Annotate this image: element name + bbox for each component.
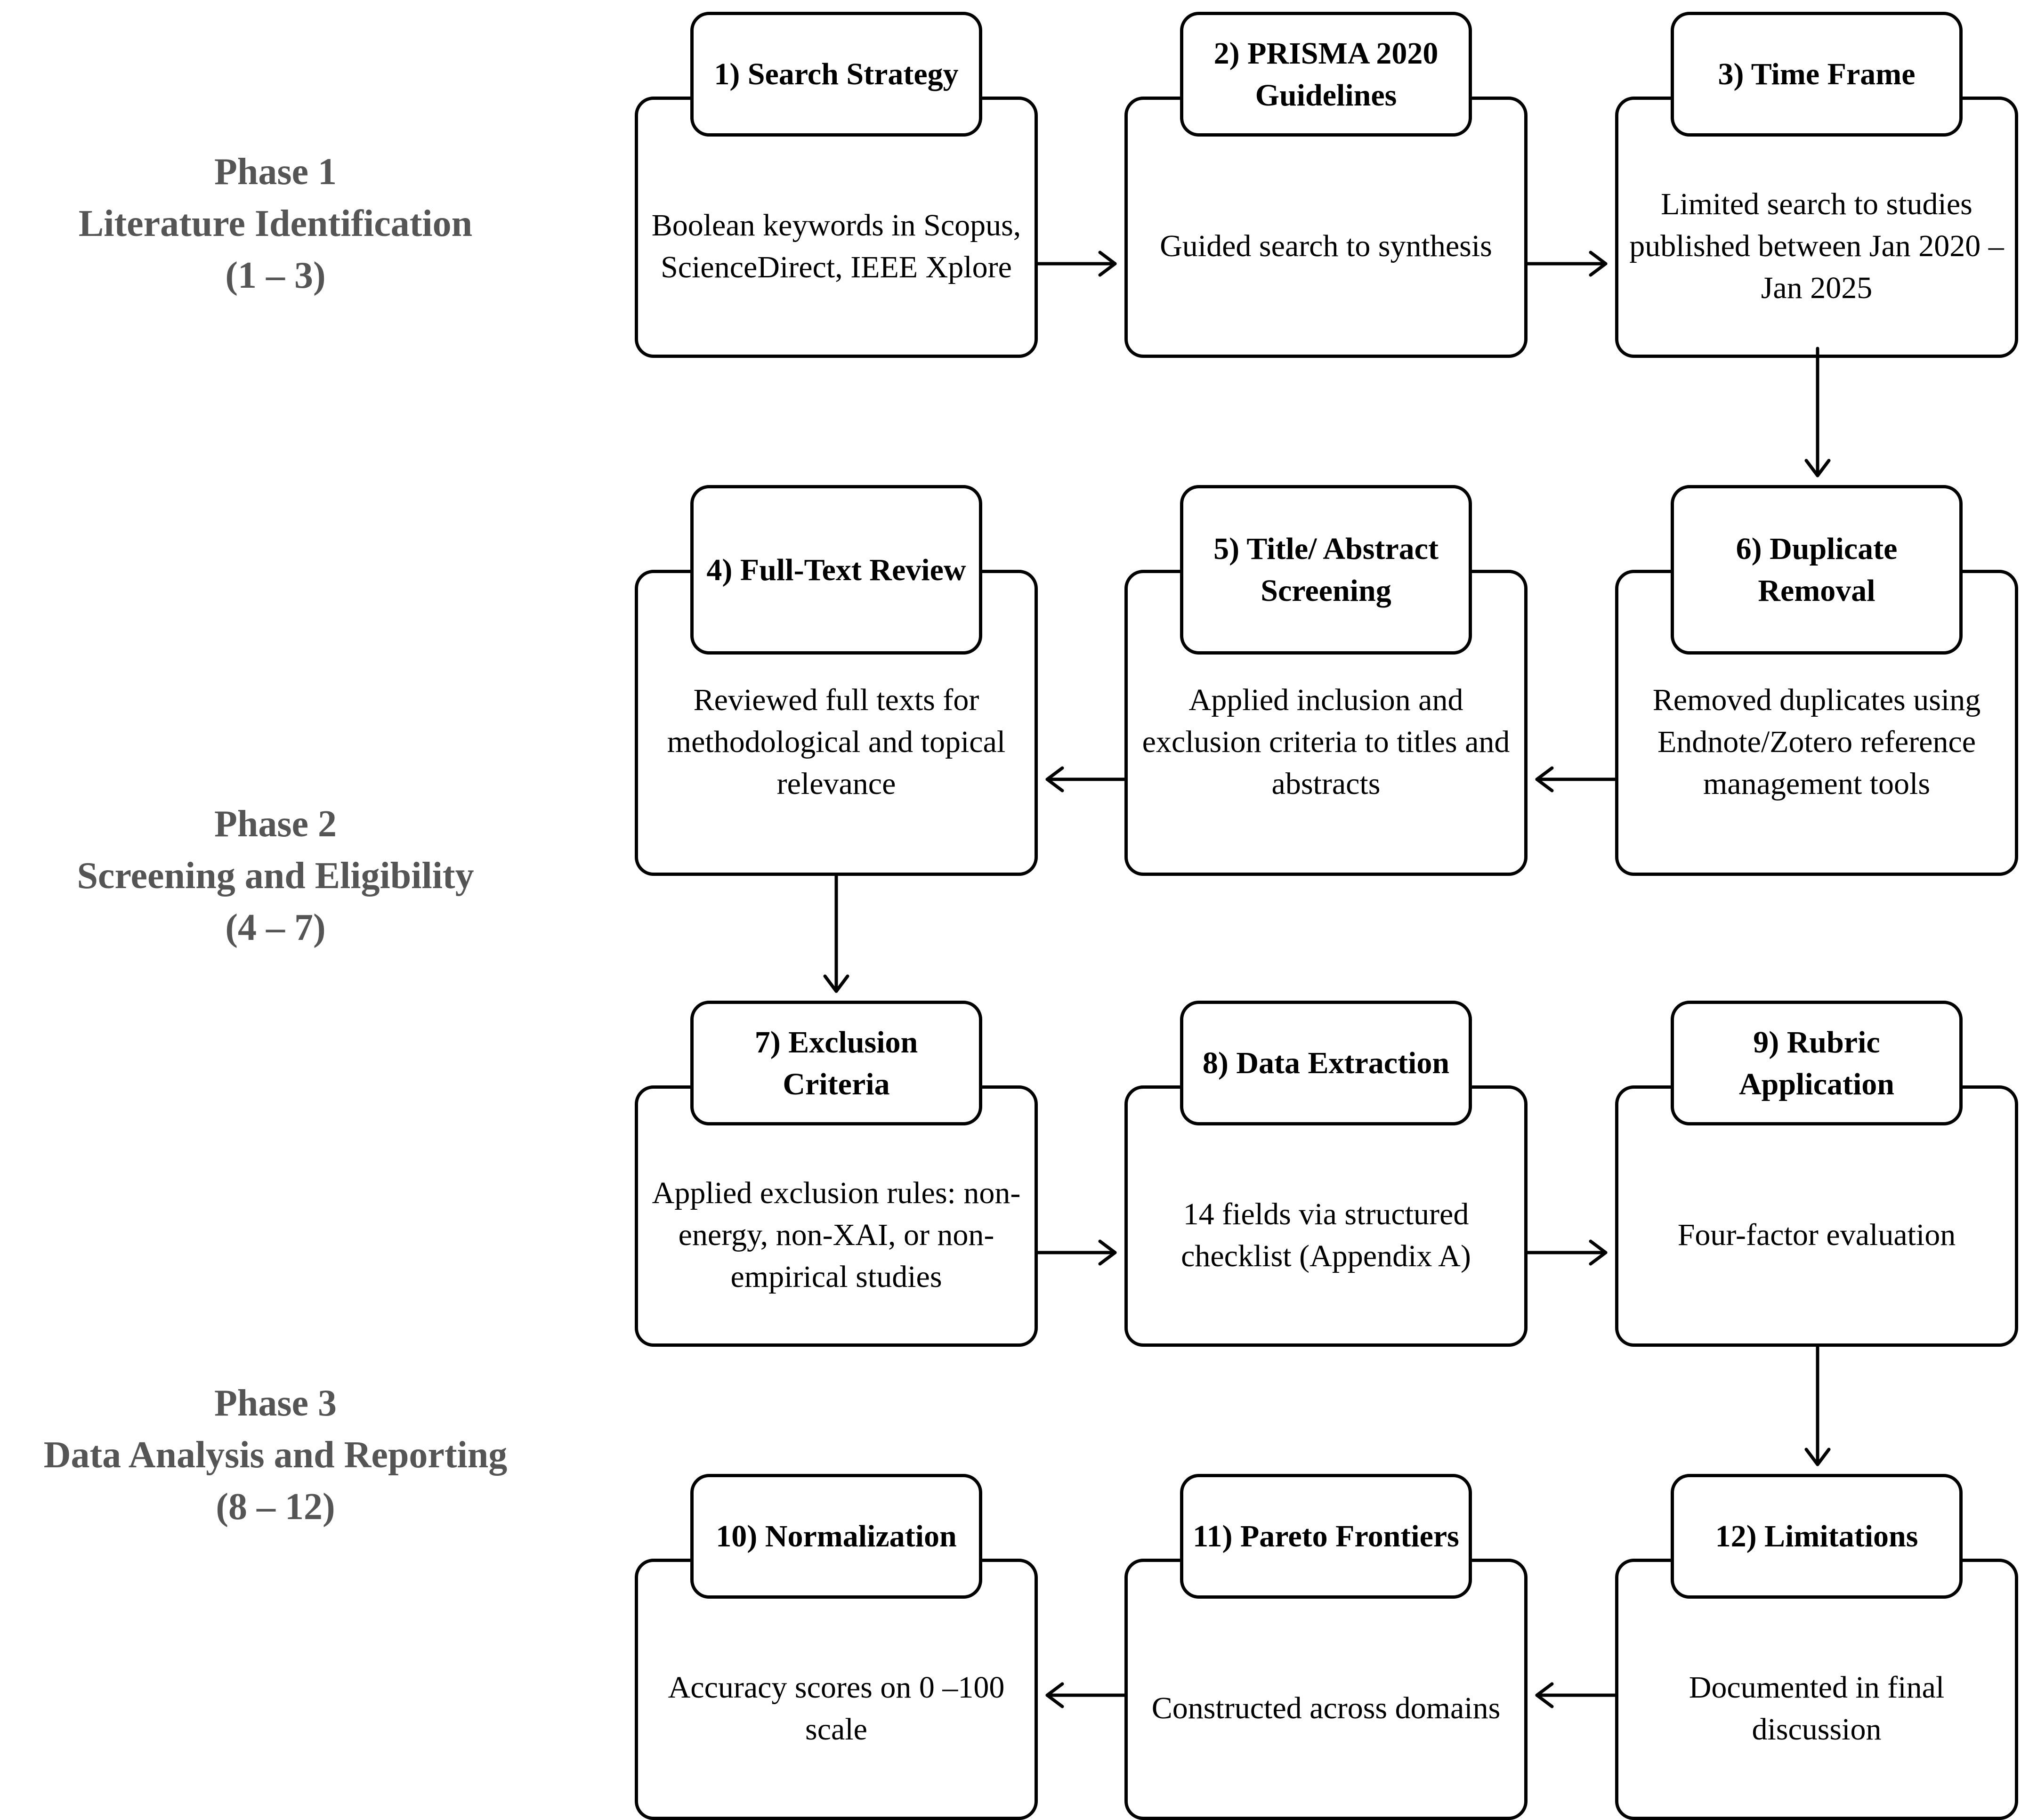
step-4-description: Reviewed full texts for methodological a… <box>667 682 1006 801</box>
step-2-description: Guided search to synthesis <box>1160 229 1492 263</box>
step-6-description: Removed duplicates using Endnote/Zotero … <box>1652 682 1981 801</box>
phase-3-title: Phase 3 <box>214 1383 337 1424</box>
phase-3-label: Phase 3 Data Analysis and Reporting (8 –… <box>0 1377 551 1533</box>
step-2-body: Guided search to synthesis <box>1124 97 1528 358</box>
step-5-description: Applied inclusion and exclusion criteria… <box>1142 682 1510 801</box>
arrow-6-to-5 <box>1535 766 1617 793</box>
step-5-title: 5) Title/ Abstract Screening <box>1180 485 1472 655</box>
step-11-body: Constructed across domains <box>1124 1559 1528 1820</box>
step-12-description: Documented in final discussion <box>1689 1670 1945 1747</box>
arrow-7-to-8 <box>1036 1239 1117 1266</box>
arrow-5-to-4 <box>1045 766 1126 793</box>
phase-2-title: Phase 2 <box>214 803 337 845</box>
arrow-8-to-9 <box>1526 1239 1608 1266</box>
step-3-body: Limited search to studies published betw… <box>1615 97 2018 358</box>
arrow-1-to-2 <box>1036 251 1117 277</box>
arrow-2-to-3 <box>1526 251 1608 277</box>
step-10-title: 10) Normalization <box>690 1474 982 1599</box>
step-9-title: 9) Rubric Application <box>1671 1001 1963 1125</box>
step-7-body: Applied exclusion rules: non-energy, non… <box>635 1085 1038 1347</box>
phase-2-name: Screening and Eligibility <box>77 855 474 897</box>
step-8-description: 14 fields via structured checklist (Appe… <box>1181 1197 1471 1273</box>
step-3-title: 3) Time Frame <box>1671 12 1963 137</box>
step-12-title: 12) Limitations <box>1671 1474 1963 1599</box>
phase-1-name: Literature Identification <box>78 203 473 244</box>
step-7-title: 7) Exclusion Criteria <box>690 1001 982 1125</box>
arrow-12-to-11 <box>1535 1682 1617 1708</box>
step-1-description: Boolean keywords in Scopus, ScienceDirec… <box>651 208 1021 284</box>
step-11-description: Constructed across domains <box>1151 1691 1501 1725</box>
phase-1-label: Phase 1 Literature Identification (1 – 3… <box>0 146 551 301</box>
phase-1-range: (1 – 3) <box>225 255 326 296</box>
arrow-4-to-7 <box>823 874 849 993</box>
step-3-description: Limited search to studies published betw… <box>1629 187 2004 305</box>
step-10-description: Accuracy scores on 0 –100 scale <box>668 1670 1005 1747</box>
phase-2-range: (4 – 7) <box>225 907 326 948</box>
step-4-title: 4) Full-Text Review <box>690 485 982 655</box>
step-9-description: Four-factor evaluation <box>1677 1218 1956 1252</box>
arrow-9-to-12 <box>1804 1345 1831 1466</box>
arrow-3-to-6 <box>1804 347 1831 477</box>
phase-3-name: Data Analysis and Reporting <box>43 1434 508 1476</box>
phase-1-title: Phase 1 <box>214 151 337 193</box>
arrow-11-to-10 <box>1045 1682 1126 1708</box>
step-7-description: Applied exclusion rules: non-energy, non… <box>652 1176 1021 1294</box>
step-6-title: 6) Duplicate Removal <box>1671 485 1963 655</box>
step-2-title: 2) PRISMA 2020 Guidelines <box>1180 12 1472 137</box>
step-12-body: Documented in final discussion <box>1615 1559 2018 1820</box>
step-8-title: 8) Data Extraction <box>1180 1001 1472 1125</box>
step-1-title: 1) Search Strategy <box>690 12 982 137</box>
step-11-title: 11) Pareto Frontiers <box>1180 1474 1472 1599</box>
phase-2-label: Phase 2 Screening and Eligibility (4 – 7… <box>0 798 551 954</box>
phase-3-range: (8 – 12) <box>216 1486 335 1528</box>
